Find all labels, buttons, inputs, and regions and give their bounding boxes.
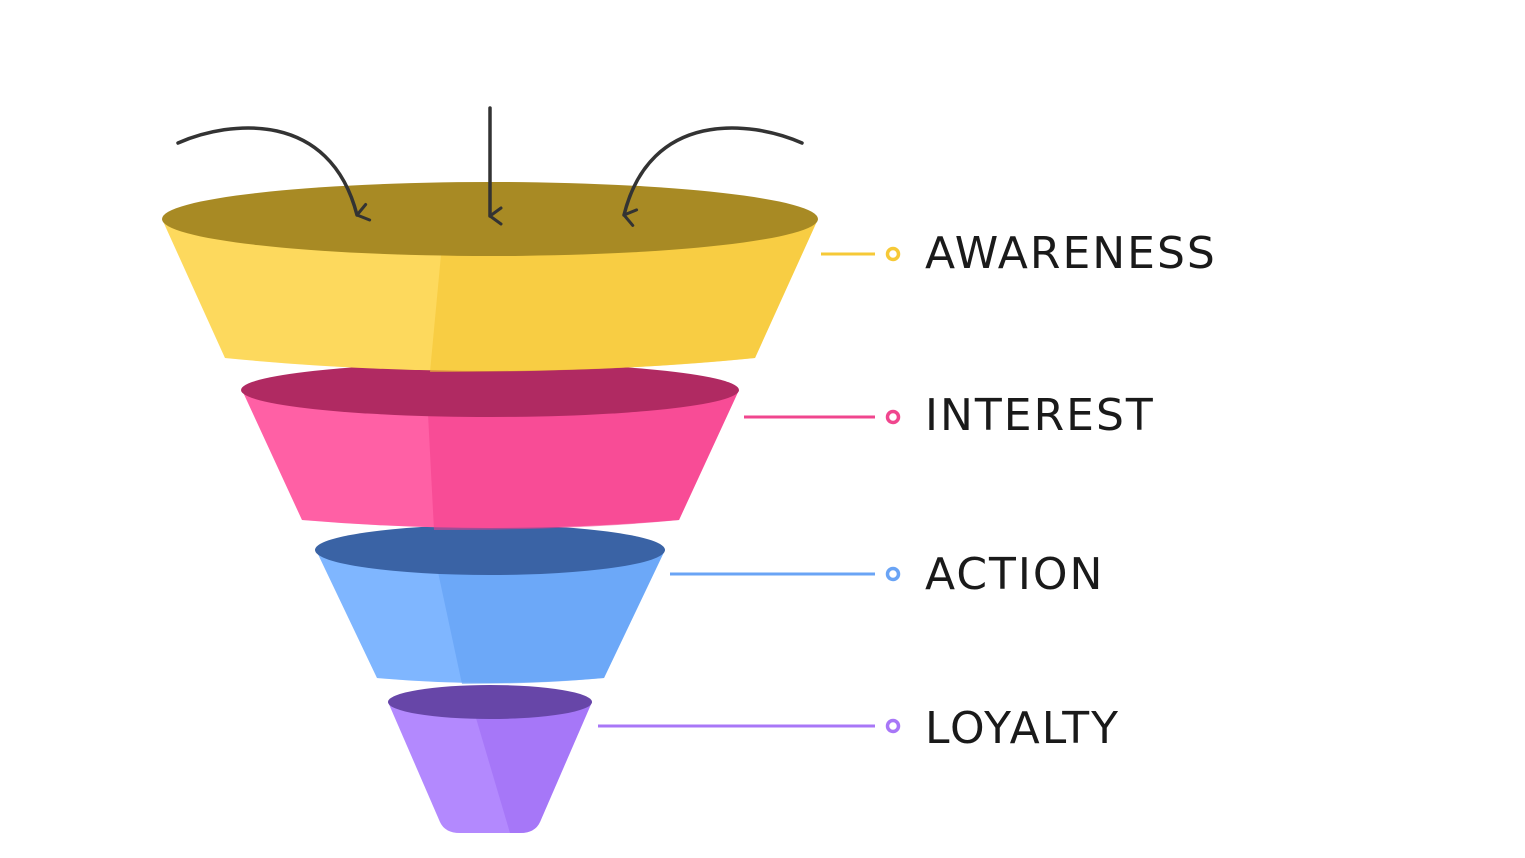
action-body-shade <box>438 550 665 684</box>
loyalty-body-shade <box>476 702 592 833</box>
right-curved-arrow-icon <box>622 126 804 227</box>
interest-rim <box>241 363 739 417</box>
stage-label-awareness: AWARENESS <box>925 228 1217 279</box>
loyalty-rim <box>388 685 592 719</box>
stage-label-interest: INTEREST <box>925 390 1155 441</box>
interest-body-shade <box>428 390 739 530</box>
funnel-stage-interest <box>241 363 901 530</box>
stage-label-loyalty: LOYALTY <box>925 703 1120 754</box>
left-curved-arrow-icon <box>176 126 372 222</box>
funnel-stage-awareness <box>162 182 901 372</box>
awareness-dot-icon <box>885 246 901 262</box>
loyalty-dot-icon <box>885 718 901 734</box>
interest-dot-icon <box>885 409 901 425</box>
stage-label-action: ACTION <box>925 549 1105 600</box>
incoming-arrows <box>176 106 804 227</box>
awareness-body-shade <box>430 219 818 372</box>
action-rim <box>315 525 665 575</box>
funnel-stage-loyalty <box>388 685 901 833</box>
action-dot-icon <box>885 566 901 582</box>
funnel-stage-action <box>315 525 901 684</box>
